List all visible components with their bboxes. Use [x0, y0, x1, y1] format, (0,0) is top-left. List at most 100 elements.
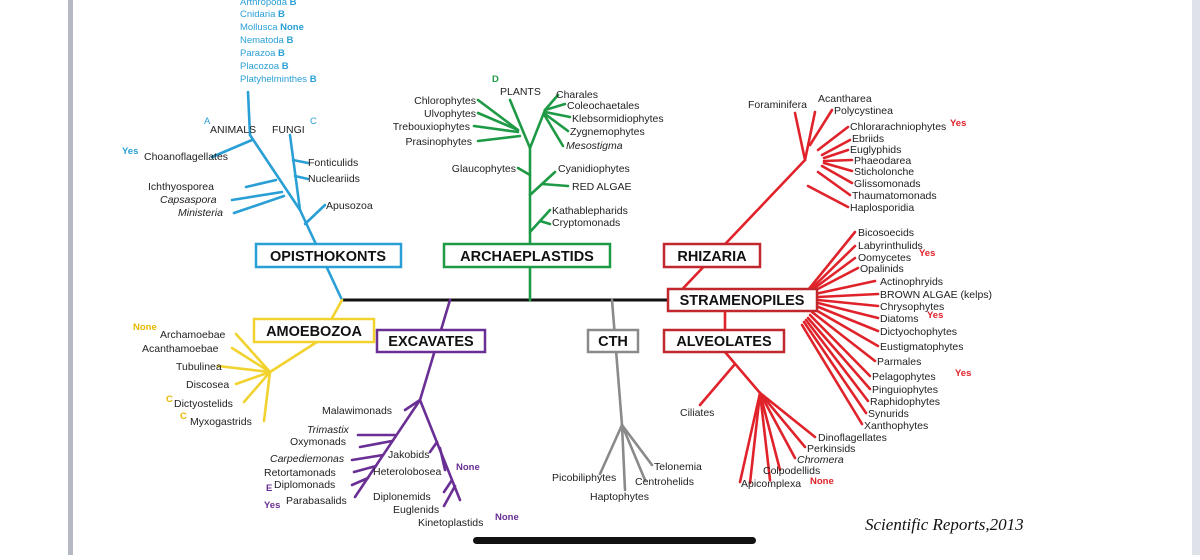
- taxon-perkinsids: Perkinsids: [807, 443, 855, 455]
- taxon-kinetoplastids: Kinetoplastids: [418, 517, 483, 529]
- amoebozoa-branches: [216, 298, 344, 423]
- taxon-ebriids: Ebriids: [852, 133, 884, 145]
- taxon-colpodellids: Colpodellids: [763, 465, 820, 477]
- mark-heterolobosea: None: [456, 462, 480, 473]
- taxon-myxogastrids: Myxogastrids: [190, 416, 252, 428]
- taxon-brown-algae: BROWN ALGAE (kelps): [880, 289, 992, 301]
- excavates-branches: [350, 298, 462, 508]
- taxon-ichthyosporea: Ichthyosporea: [148, 181, 214, 193]
- mark-dictyostelids: C: [166, 394, 173, 405]
- animal-phyla-list: Arthropoda B Cnidaria B Mollusca None Ne…: [240, 0, 317, 85]
- taxon-nucleariids: Nucleariids: [308, 173, 360, 185]
- taxon-eustigmatophytes: Eustigmatophytes: [880, 341, 963, 353]
- mark-archamoebae: None: [133, 322, 157, 333]
- taxon-pinguiophytes: Pinguiophytes: [872, 384, 938, 396]
- taxon-polycystinea: Polycystinea: [834, 105, 893, 117]
- taxon-oxymonads: Oxymonads: [290, 436, 346, 448]
- taxon-xanthophytes: Xanthophytes: [864, 420, 928, 432]
- taxon-zygnemophytes: Zygnemophytes: [570, 126, 645, 138]
- home-indicator-bar[interactable]: [473, 537, 756, 544]
- taxon-apusozoa: Apusozoa: [326, 200, 373, 212]
- taxon-trebouxiophytes: Trebouxiophytes: [393, 121, 470, 133]
- taxon-ministeria: Ministeria: [178, 207, 223, 219]
- taxon-archamoebae: Archamoebae: [160, 329, 226, 341]
- taxon-diplomonads: Diplomonads: [274, 479, 335, 491]
- taxon-parabasalids: Parabasalids: [286, 495, 347, 507]
- taxon-ulvophytes: Ulvophytes: [424, 108, 476, 120]
- taxon-capsaspora: Capsaspora: [160, 194, 217, 206]
- stramenopiles-taxa: Bicosoecids Labyrinthulids Oomycetes Yes…: [858, 227, 992, 432]
- mark-myxogastrids: C: [180, 411, 187, 422]
- taxon-klebsormidiophytes: Klebsormidiophytes: [572, 113, 664, 125]
- mark-oomycetes: Yes: [919, 248, 935, 259]
- group-box-alveolates: ALVEOLATES: [662, 328, 786, 354]
- label-amoebozoa: AMOEBOZOA: [266, 324, 362, 340]
- opisthokonts-branches: [210, 90, 344, 302]
- taxon-heterolobosea: Heterolobosea: [373, 466, 441, 478]
- group-box-opisthokonts: OPISTHOKONTS: [254, 242, 403, 269]
- phylum-item: Arthropoda B: [240, 0, 297, 8]
- taxon-sticholonche: Sticholonche: [854, 166, 914, 178]
- mark-parabasalids: Yes: [264, 500, 280, 511]
- rhizaria-branches: [670, 108, 854, 302]
- label-cth: CTH: [598, 334, 628, 350]
- taxon-carpediemonas: Carpediemonas: [270, 453, 345, 465]
- rhizaria-taxa: Foraminifera Acantharea Polycystinea Chl…: [748, 93, 966, 214]
- taxon-pelagophytes: Pelagophytes: [872, 371, 936, 383]
- taxon-cyanidiophytes: Cyanidiophytes: [558, 163, 630, 175]
- group-box-excavates: EXCAVATES: [375, 328, 487, 354]
- group-box-amoebozoa: AMOEBOZOA: [252, 317, 376, 344]
- alveolates-taxa: Ciliates Dinoflagellates Perkinsids Chro…: [680, 407, 887, 490]
- group-box-stramenopiles: STRAMENOPILES: [666, 287, 819, 313]
- taxon-kathablepharids: Kathablepharids: [552, 205, 628, 217]
- mark-apicomplexa: None: [810, 476, 834, 487]
- taxon-telonemia: Telonemia: [654, 461, 702, 473]
- taxon-jakobids: Jakobids: [388, 449, 429, 461]
- taxon-chromera: Chromera: [797, 454, 844, 466]
- taxon-trimastix: Trimastix: [307, 424, 350, 436]
- group-box-rhizaria: RHIZARIA: [662, 242, 762, 269]
- mark-fungi: C: [310, 116, 317, 127]
- taxon-dinoflagellates: Dinoflagellates: [818, 432, 887, 444]
- taxon-cryptomonads: Cryptomonads: [552, 217, 620, 229]
- taxon-ciliates: Ciliates: [680, 407, 714, 419]
- taxon-phaeodarea: Phaeodarea: [854, 155, 911, 167]
- label-opisthokonts: OPISTHOKONTS: [270, 249, 386, 265]
- mark-pelagophytes: Yes: [955, 368, 971, 379]
- taxon-oomycetes: Oomycetes: [858, 252, 911, 264]
- taxon-centrohelids: Centrohelids: [635, 476, 694, 488]
- archaeplastids-branches: [472, 93, 572, 302]
- taxon-prasinophytes: Prasinophytes: [405, 136, 472, 148]
- taxon-tubulinea: Tubulinea: [176, 361, 222, 373]
- mark-choanoflagellates: Yes: [122, 146, 138, 157]
- taxon-parmales: Parmales: [877, 356, 921, 368]
- taxon-euglyphids: Euglyphids: [850, 144, 901, 156]
- taxon-fungi: FUNGI: [272, 124, 305, 136]
- group-box-cth: CTH: [586, 328, 640, 354]
- taxon-retortamonads: Retortamonads: [264, 467, 336, 479]
- taxon-acantharea: Acantharea: [818, 93, 872, 105]
- taxon-actinophryids: Actinophryids: [880, 276, 943, 288]
- taxon-thaumatomonads: Thaumatomonads: [852, 190, 937, 202]
- taxon-haplosporidia: Haplosporidia: [850, 202, 914, 214]
- taxon-raphidophytes: Raphidophytes: [870, 396, 940, 408]
- label-excavates: EXCAVATES: [388, 334, 474, 350]
- taxon-diplonemids: Diplonemids: [373, 491, 431, 503]
- taxon-dictyochophytes: Dictyochophytes: [880, 326, 957, 338]
- phylum-item: Placozoa B: [240, 61, 289, 72]
- taxon-dictyostelids: Dictyostelids: [174, 398, 233, 410]
- taxon-chrysophytes: Chrysophytes: [880, 301, 944, 313]
- label-archaeplastids: ARCHAEPLASTIDS: [460, 249, 594, 265]
- left-edge-bar: [68, 0, 73, 555]
- taxon-euglenids: Euglenids: [393, 504, 439, 516]
- taxon-red-algae: RED ALGAE: [572, 181, 632, 193]
- taxon-discosea: Discosea: [186, 379, 229, 391]
- taxon-picobiliphytes: Picobiliphytes: [552, 472, 616, 484]
- taxon-glissomonads: Glissomonads: [854, 178, 921, 190]
- taxon-glaucophytes: Glaucophytes: [452, 163, 516, 175]
- taxon-plants: PLANTS: [500, 86, 541, 98]
- label-stramenopiles: STRAMENOPILES: [680, 293, 805, 309]
- taxon-opalinids: Opalinids: [860, 263, 904, 275]
- phylum-item: Nematoda B: [240, 35, 293, 46]
